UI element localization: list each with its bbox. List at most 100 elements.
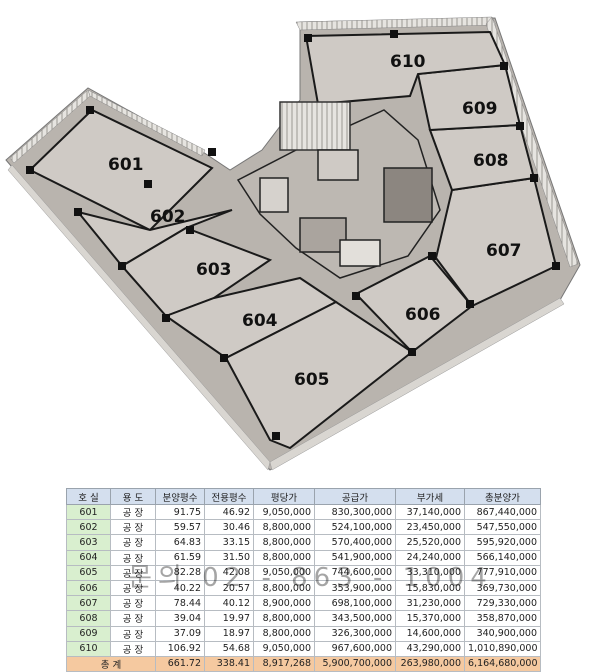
table-cell: 604 (66, 549, 111, 566)
col-header-exclusive-area: 전용평수 (204, 488, 254, 505)
table-cell: 601 (66, 503, 111, 521)
table-cell: 867,440,000 (464, 503, 541, 521)
table-cell: 608 (66, 610, 111, 627)
room-label-602: 602 (150, 207, 186, 227)
room-label-609: 609 (462, 99, 498, 119)
total-cell: 6,164,680,000 (464, 655, 541, 672)
table-cell: 공 장 (110, 534, 156, 551)
table-header-row: 호 실 용 도 분양평수 전용평수 평당가 공급가 부가세 총분양가 (66, 488, 541, 505)
table-cell: 20.57 (204, 579, 254, 597)
table-cell: 353,900,000 (314, 579, 396, 597)
table-cell: 30.46 (204, 519, 254, 536)
table-cell: 607 (66, 595, 111, 612)
table-cell: 369,730,000 (464, 579, 541, 597)
table-cell: 8,800,000 (253, 625, 315, 642)
table-cell: 82.28 (155, 564, 205, 581)
table-cell: 326,300,000 (314, 625, 396, 642)
table-cell: 602 (66, 519, 111, 536)
table-cell: 603 (66, 534, 111, 551)
table-cell: 570,400,000 (314, 534, 396, 551)
room-label-610: 610 (390, 52, 426, 72)
table-cell: 15,370,000 (395, 610, 465, 627)
room-602 (75, 209, 233, 268)
rooms (28, 30, 558, 450)
table-cell: 610 (66, 640, 111, 657)
table-cell: 9,050,000 (253, 564, 315, 581)
table-cell: 343,500,000 (314, 610, 396, 627)
table-cell: 8,900,000 (253, 595, 315, 612)
table-cell: 공 장 (110, 503, 156, 521)
room-609 (416, 63, 522, 132)
table-cell: 40.12 (204, 595, 254, 612)
columns (26, 30, 560, 440)
table-cell: 40.22 (155, 579, 205, 597)
table-cell: 8,800,000 (253, 610, 315, 627)
col-header-supply-price: 공급가 (314, 488, 396, 505)
table-cell: 547,550,000 (464, 519, 541, 536)
table-cell: 777,910,000 (464, 564, 541, 581)
table-cell: 744,600,000 (314, 564, 396, 581)
table-cell: 24,240,000 (395, 549, 465, 566)
floor-plan: 601 602 603 604 605 606 607 608 609 610 (5, 16, 581, 471)
total-cell: 5,900,700,000 (314, 655, 396, 672)
table-cell: 8,800,000 (253, 549, 315, 566)
table-cell: 공 장 (110, 579, 156, 597)
table-cell: 19.97 (204, 610, 254, 627)
table-cell: 공 장 (110, 595, 156, 612)
table-cell: 공 장 (110, 625, 156, 642)
table-cell: 9,050,000 (253, 640, 315, 657)
table-cell: 340,900,000 (464, 625, 541, 642)
table-cell: 1,010,890,000 (464, 640, 541, 657)
room-label-606: 606 (405, 305, 441, 325)
table-cell: 25,520,000 (395, 534, 465, 551)
table-cell: 46.92 (204, 503, 254, 521)
table-cell: 605 (66, 564, 111, 581)
table-cell: 729,330,000 (464, 595, 541, 612)
table-cell: 37.09 (155, 625, 205, 642)
room-label-604: 604 (242, 311, 278, 331)
table-cell: 공 장 (110, 564, 156, 581)
table-cell: 830,300,000 (314, 503, 396, 521)
table-cell: 14,600,000 (395, 625, 465, 642)
core (236, 101, 441, 279)
room-603 (120, 226, 273, 318)
table-cell: 595,920,000 (464, 534, 541, 551)
total-cell: 338.41 (204, 655, 254, 672)
table-cell: 61.59 (155, 549, 205, 566)
total-label: 총 계 (66, 655, 156, 672)
room-label-601: 601 (108, 155, 144, 175)
col-header-vat: 부가세 (395, 488, 465, 505)
room-605 (224, 300, 414, 450)
table-cell: 공 장 (110, 549, 156, 566)
table-cell: 18.97 (204, 625, 254, 642)
col-header-room: 호 실 (66, 488, 111, 505)
table-cell: 43,290,000 (395, 640, 465, 657)
table-cell: 566,140,000 (464, 549, 541, 566)
room-label-603: 603 (196, 260, 232, 280)
table-cell: 공 장 (110, 640, 156, 657)
col-header-use: 용 도 (110, 488, 156, 505)
table-cell: 15,830,000 (395, 579, 465, 597)
total-cell: 8,917,268 (253, 655, 315, 672)
table-cell: 78.44 (155, 595, 205, 612)
table-cell: 23,450,000 (395, 519, 465, 536)
table-cell: 공 장 (110, 610, 156, 627)
table-cell: 31.50 (204, 549, 254, 566)
table-cell: 698,100,000 (314, 595, 396, 612)
table-cell: 606 (66, 579, 111, 597)
table-cell: 54.68 (204, 640, 254, 657)
